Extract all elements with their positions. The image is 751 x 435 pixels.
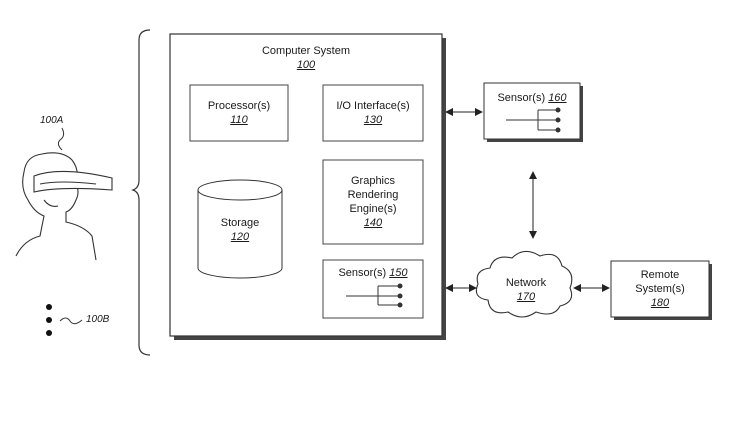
graphics-engine-box xyxy=(322,159,424,245)
remote-system-line1: Remote xyxy=(640,269,680,281)
storage-title: Storage xyxy=(220,217,260,229)
user-headset-figure xyxy=(15,152,113,261)
sensor-external-box xyxy=(483,82,581,140)
remote-system-label: Remote System(s) 180 xyxy=(611,268,709,310)
processor-label: Processor(s) 110 xyxy=(190,99,288,127)
user-b-ref: 100B xyxy=(86,314,110,325)
graphics-engine-line3: Engine(s) xyxy=(349,203,397,215)
network-title: Network xyxy=(505,277,547,289)
remote-system-number: 180 xyxy=(650,297,670,309)
graphics-engine-label: Graphics Rendering Engine(s) 140 xyxy=(323,174,423,230)
user-a-leader xyxy=(57,127,65,151)
storage-number: 120 xyxy=(230,231,250,243)
user-a-ref: 100A xyxy=(40,115,64,126)
sensor-external-title: Sensor(s) xyxy=(497,92,546,104)
sensor-internal-symbol xyxy=(346,283,403,308)
remote-system-box xyxy=(610,260,710,318)
system-brace xyxy=(131,29,151,356)
graphics-engine-line1: Graphics xyxy=(350,175,396,187)
processor-box xyxy=(189,84,289,142)
computer-system-number: 100 xyxy=(296,59,316,71)
sensor-external-symbol xyxy=(506,107,561,133)
sensor-internal-label: Sensor(s) 150 xyxy=(323,266,423,280)
sensor-external-label: Sensor(s) 160 xyxy=(484,91,580,105)
computer-system-title: Computer System xyxy=(261,45,351,57)
network-number: 170 xyxy=(516,291,536,303)
network-cloud xyxy=(475,250,573,318)
sensor-internal-number: 150 xyxy=(389,267,408,279)
sensor-internal-title: Sensor(s) xyxy=(338,267,387,279)
io-interface-number: 130 xyxy=(363,114,383,126)
io-interface-title: I/O Interface(s) xyxy=(336,100,410,112)
processor-number: 110 xyxy=(230,114,248,126)
remote-system-line2: System(s) xyxy=(635,283,685,295)
graphics-engine-number: 140 xyxy=(363,217,383,229)
user-b-leader xyxy=(59,317,83,325)
more-users-dots xyxy=(46,304,52,336)
io-interface-label: I/O Interface(s) 130 xyxy=(323,99,423,127)
processor-title: Processor(s) xyxy=(207,100,271,112)
graphics-engine-line2: Rendering xyxy=(347,189,399,201)
sensor-internal-box xyxy=(322,259,424,319)
io-interface-box xyxy=(322,84,424,142)
sensor-external-number: 160 xyxy=(548,92,567,104)
storage-cylinder xyxy=(197,179,283,279)
storage-label: Storage 120 xyxy=(198,216,282,244)
network-label: Network 170 xyxy=(488,276,564,304)
computer-system-label: Computer System 100 xyxy=(236,44,376,72)
